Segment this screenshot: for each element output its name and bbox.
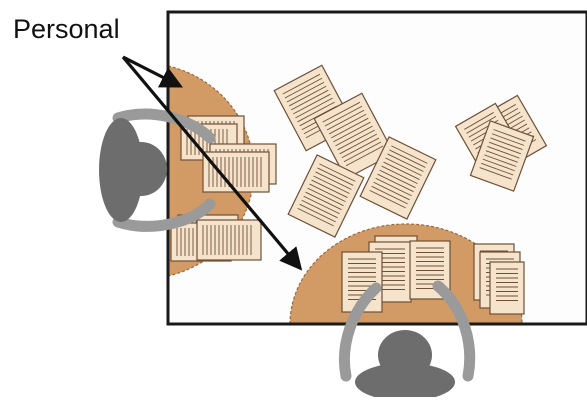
paper-text-line [339, 133, 377, 155]
paper-text-line [288, 85, 327, 107]
paper-text-line [305, 191, 342, 211]
paper-text-line [309, 183, 346, 203]
person-bottom [338, 280, 476, 401]
paper-text-line [479, 167, 512, 180]
paper-sheet [359, 136, 437, 220]
paper-text-line [333, 121, 371, 143]
paper-sheet [287, 154, 365, 238]
paper-text-line [371, 185, 408, 205]
paper-text-line [379, 169, 416, 189]
paper-text-line [481, 162, 514, 176]
paper-text-line [391, 145, 428, 164]
paper-text-line [328, 113, 367, 135]
paper-text-line [343, 141, 382, 163]
paper-text-line [490, 137, 523, 151]
arrow-to-left-zone [122, 55, 183, 88]
paper-text-line [299, 203, 336, 223]
paper-text-line [341, 137, 380, 159]
paper-sheet-body [202, 151, 270, 193]
paper-text-line [373, 181, 410, 201]
paper-text-line [335, 125, 373, 147]
paper-text-line [293, 93, 331, 115]
paper-text-line [377, 173, 414, 193]
paper-text-line [466, 115, 497, 134]
table-border [166, 10, 587, 326]
paper-sheet-body [196, 219, 262, 261]
arrow-to-bottom-zone [121, 55, 303, 271]
paper-text-line [291, 89, 329, 111]
paper-text-line [315, 171, 352, 190]
paper-text-line [301, 199, 338, 219]
personal-label: Personal [13, 14, 120, 44]
paper-text-line [324, 105, 363, 127]
paper-text-line [337, 129, 375, 151]
paper-text-line [326, 109, 365, 131]
person-left-arm-top [112, 108, 216, 144]
paper-sheet-body [287, 154, 365, 238]
paper-sheet [202, 151, 270, 193]
paper-text-line [482, 158, 515, 172]
paper-text-line [282, 73, 321, 95]
paper-text-line [389, 149, 426, 168]
paper-text-line [369, 189, 406, 209]
paper-text-line [464, 112, 494, 130]
paper-text-line [387, 153, 424, 172]
paper-sheet-body [489, 261, 525, 315]
person-bottom-shoulders [355, 363, 455, 401]
paper-sheet [469, 120, 535, 192]
person-bottom-head [378, 330, 432, 380]
paper-sheet [196, 219, 262, 261]
paper-text-line [345, 145, 384, 167]
paper-text-line [381, 165, 418, 185]
paper-text-line [375, 177, 412, 197]
person-bottom-arm-right [432, 280, 476, 382]
paper-text-line [385, 157, 422, 176]
person-bottom-arm-left [338, 282, 382, 382]
paper-text-line [488, 141, 522, 155]
paper-sheet-body [359, 136, 437, 220]
paper-text-line [491, 133, 525, 146]
paper-text-line [487, 146, 520, 159]
paper-text-line [319, 163, 356, 182]
paper-text-line [307, 187, 344, 207]
paper-text-line [295, 97, 333, 119]
paper-text-line [297, 101, 335, 123]
paper-text-line [311, 179, 348, 198]
paper-text-line [493, 129, 526, 142]
paper-text-line [331, 117, 369, 139]
person-left-head [115, 142, 167, 196]
paper-text-line [485, 150, 518, 163]
paper-sheet [313, 92, 395, 180]
paper-text-line [286, 81, 325, 103]
person-left-arm-bottom [112, 198, 216, 232]
paper-text-line [284, 77, 323, 99]
paper-text-line [303, 195, 340, 215]
paper-text-line [297, 207, 334, 227]
paper-text-line [484, 154, 517, 167]
person-left [99, 108, 216, 232]
paper-text-line [322, 101, 361, 123]
paper-text-line [383, 161, 420, 180]
paper-text-line [313, 175, 350, 194]
paper-text-line [317, 167, 354, 186]
paper-sheet [489, 261, 525, 315]
